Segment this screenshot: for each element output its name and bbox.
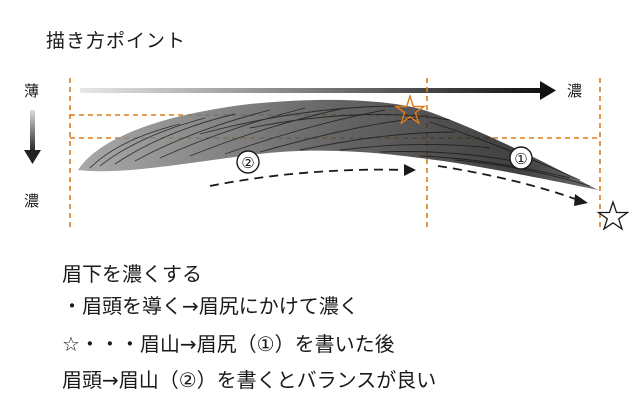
arrowhead-tail: [574, 194, 588, 206]
eyebrow-diagram: 薄 濃 濃: [24, 78, 630, 231]
stroke-direction-arrows: [209, 165, 579, 201]
arrow-head-to-peak: [209, 168, 406, 187]
arrowhead-peak: [404, 164, 416, 176]
svg-text:①: ①: [514, 150, 527, 168]
brow-peak-star-icon: [393, 93, 427, 125]
horizontal-gradient-arrow: [80, 81, 556, 100]
marker-2: ②: [236, 150, 260, 174]
marker-1: ①: [509, 146, 533, 170]
eyebrow-illustration: [78, 93, 598, 190]
light-label-left: 薄: [24, 82, 39, 100]
note-line-2: ・眉頭を導く→眉尻にかけて濃く: [62, 294, 359, 318]
note-line-4: 眉頭→眉山（②）を書くとバランスが良い: [62, 368, 437, 392]
tail-star-icon: [596, 199, 630, 231]
page-title: 描き方ポイント: [46, 30, 187, 52]
arrow-peak-to-tail: [437, 165, 579, 201]
note-line-3: ☆・・・眉山→眉尻（①）を書いた後: [62, 332, 395, 356]
note-line-1: 眉下を濃くする: [62, 262, 202, 286]
svg-text:②: ②: [241, 154, 254, 172]
vertical-gradient-arrow: [24, 110, 41, 164]
dark-label-right: 濃: [567, 82, 582, 100]
dark-label-left: 濃: [24, 192, 39, 210]
